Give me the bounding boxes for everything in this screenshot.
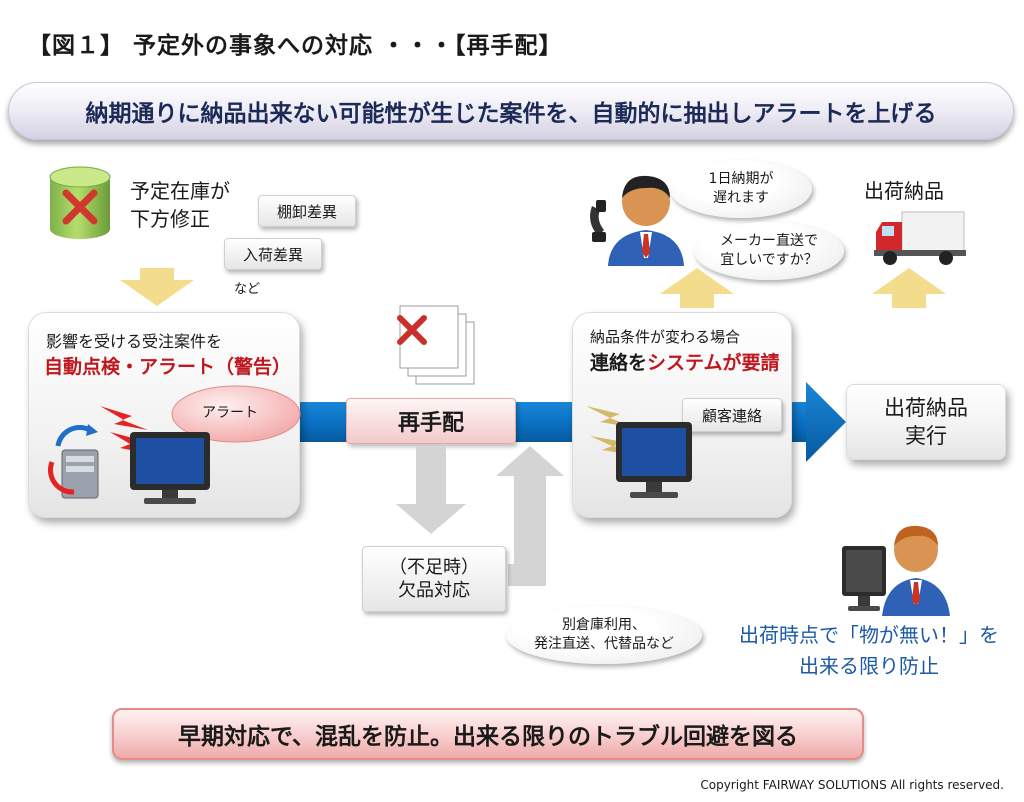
contact-panel-line2-b: システムが要請 (647, 352, 780, 374)
down-arrow-inventory (120, 268, 194, 306)
rearrange-box: 再手配 (346, 398, 516, 444)
person-monitor-icon (842, 525, 950, 616)
nado-label: など (234, 282, 261, 297)
shortage-loop-arrows (396, 446, 564, 586)
shortage-bubble-line1: 別倉庫利用、 (562, 617, 646, 634)
shipping-execute-box: 出荷納品 実行 (846, 384, 1006, 460)
up-arrow-contact (660, 268, 734, 308)
flow-arrow-head (806, 382, 846, 462)
tag-customer-contact: 顧客連絡 (682, 398, 782, 432)
operator-bubble-2: メーカー直送で 宜しいですか？ (694, 222, 844, 280)
shipping-top-label: 出荷納品 (864, 179, 944, 203)
page-title: 【図１】 予定外の事象への対応 ・・・【再手配】 (28, 33, 563, 59)
tag-tanaoroshi: 棚卸差異 (258, 195, 356, 227)
operator-bubble-2-line2: 宜しいですか？ (720, 252, 818, 268)
check-panel-line2: 自動点検・アラート（警告） (44, 356, 292, 378)
tag-nyuka: 入荷差異 (224, 238, 322, 270)
operator-icon (590, 175, 684, 266)
prevention-line2: 出来る限り防止 (799, 654, 939, 678)
operator-bubble-1-line2: 遅れます (713, 190, 769, 206)
server-monitor-icon (47, 406, 210, 504)
check-panel-line1: 影響を受ける受注案件を (46, 332, 223, 351)
shortage-box: （不足時） 欠品対応 (362, 546, 506, 612)
shortage-box-line1: （不足時） (389, 556, 479, 578)
bottom-banner: 早期対応で、混乱を防止。出来る限りのトラブル回避を図る (112, 708, 864, 760)
inventory-label-line2: 下方修正 (130, 207, 210, 231)
phone-icon (590, 200, 606, 242)
contact-panel-line2: 連絡をシステムが要請 (590, 348, 779, 375)
shortage-bubble: 別倉庫利用、 発注直送、代替品など (506, 606, 702, 664)
operator-bubble-2-line1: メーカー直送で (720, 233, 818, 250)
contact-panel-line1: 納品条件が変わる場合 (590, 328, 741, 346)
contact-panel-line2-a: 連絡を (590, 352, 648, 374)
monitor-lightning-icon (586, 406, 692, 498)
shortage-box-line2: 欠品対応 (398, 580, 470, 601)
prevention-line1: 出荷時点で「物が無い！」を (739, 623, 999, 647)
database-error-icon (49, 166, 111, 239)
top-banner: 納期通りに納品出来ない可能性が生じた案件を、自動的に抽出しアラートを上げる (8, 82, 1014, 140)
documents-error-icon (397, 305, 475, 385)
up-arrow-shipping (872, 268, 946, 308)
operator-bubble-1: 1日納期が 遅れます (670, 160, 812, 218)
operator-bubble-1-line1: 1日納期が (708, 171, 774, 188)
copyright: Copyright FAIRWAY SOLUTIONS All rights r… (700, 778, 1004, 792)
inventory-label-line1: 予定在庫が (130, 179, 230, 203)
shipping-box-line1: 出荷納品 (884, 395, 968, 420)
prevention-text: 出荷時点で「物が無い！」を 出来る限り防止 (726, 620, 1012, 682)
error-x-icon (62, 189, 98, 225)
shortage-bubble-line2: 発注直送、代替品など (534, 636, 674, 652)
truck-icon (874, 211, 966, 265)
shipping-box-line2: 実行 (905, 424, 947, 448)
alert-bubble-text: アラート (202, 405, 258, 421)
